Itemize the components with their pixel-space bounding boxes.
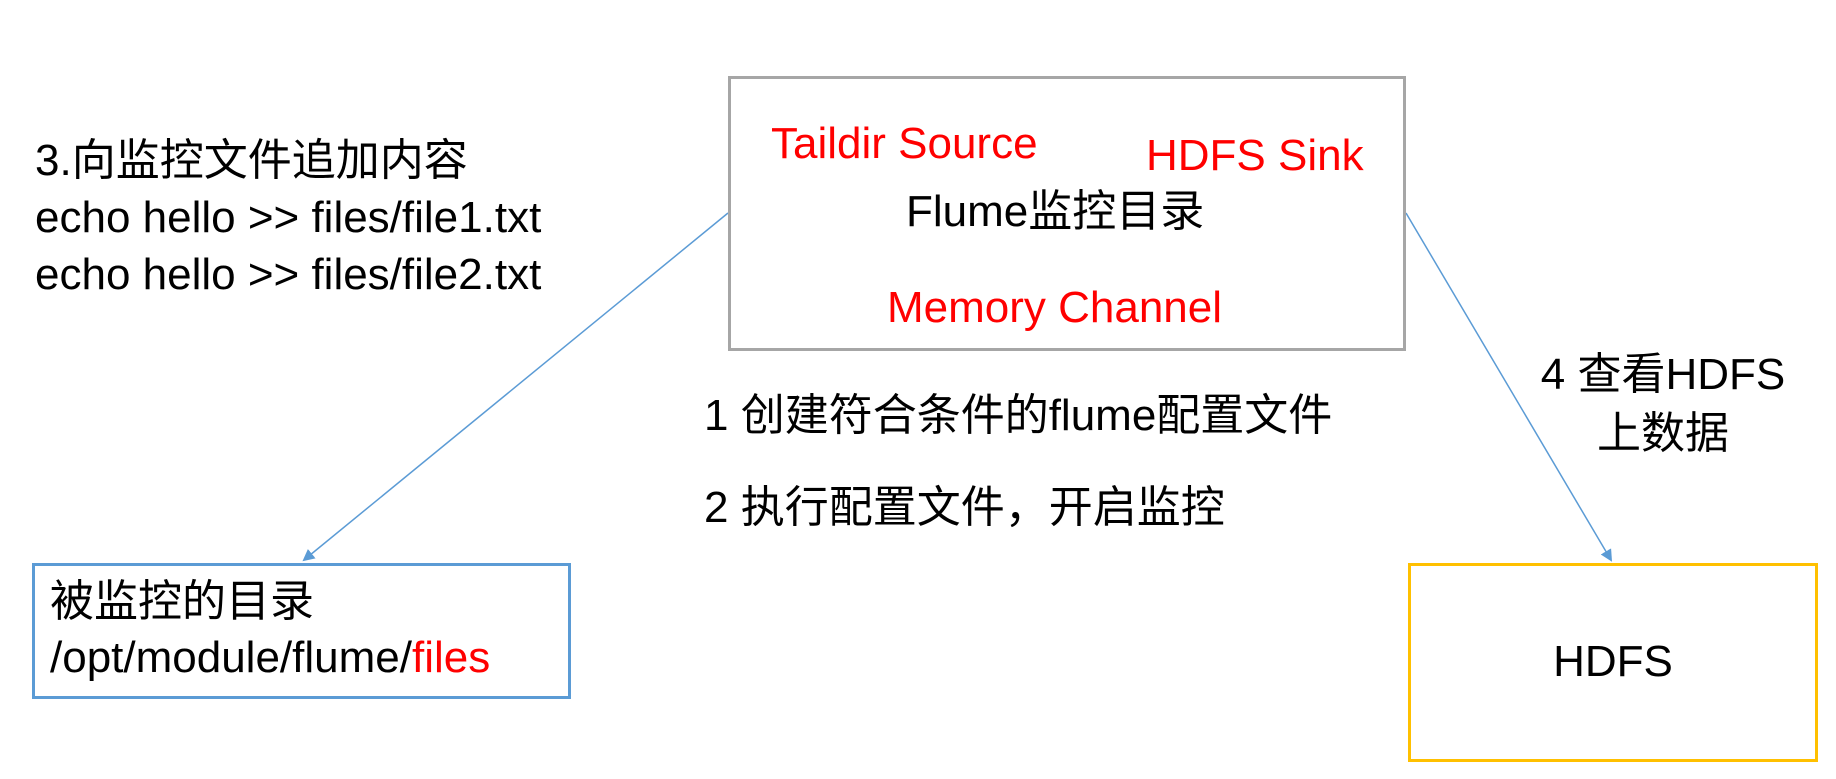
step1-text: 1 创建符合条件的flume配置文件 — [704, 391, 1333, 440]
flume-monitor-title: Flume监控目录 — [906, 187, 1205, 236]
monitored-directory-box — [32, 563, 571, 699]
hdfs-box — [1408, 563, 1818, 762]
monitored-directory-path: /opt/module/flume/files — [50, 630, 490, 686]
hdfs-sink-label: HDFS Sink — [1146, 131, 1364, 180]
step3-title: 3.向监控文件追加内容 — [35, 136, 468, 185]
step4-line-2: 上数据 — [1597, 409, 1729, 458]
arrow-flume-to-hdfs — [1405, 212, 1613, 562]
step2-text: 2 执行配置文件，开启监控 — [704, 483, 1225, 532]
step3-command-2: echo hello >> files/file2.txt — [35, 250, 542, 299]
step4-line-1: 4 查看HDFS — [1540, 350, 1786, 399]
arrow-flume-to-monitored-dir — [302, 212, 729, 562]
memory-channel-label: Memory Channel — [887, 283, 1223, 332]
flume-monitor-box — [728, 76, 1406, 351]
monitored-directory-path-files: files — [411, 633, 491, 682]
hdfs-label: HDFS — [1553, 637, 1673, 686]
step3-command-1: echo hello >> files/file1.txt — [35, 193, 542, 242]
monitored-directory-title: 被监控的目录 — [50, 577, 314, 626]
taildir-source-label: Taildir Source — [771, 119, 1038, 168]
monitored-directory-path-prefix: /opt/module/flume/ — [50, 633, 412, 682]
